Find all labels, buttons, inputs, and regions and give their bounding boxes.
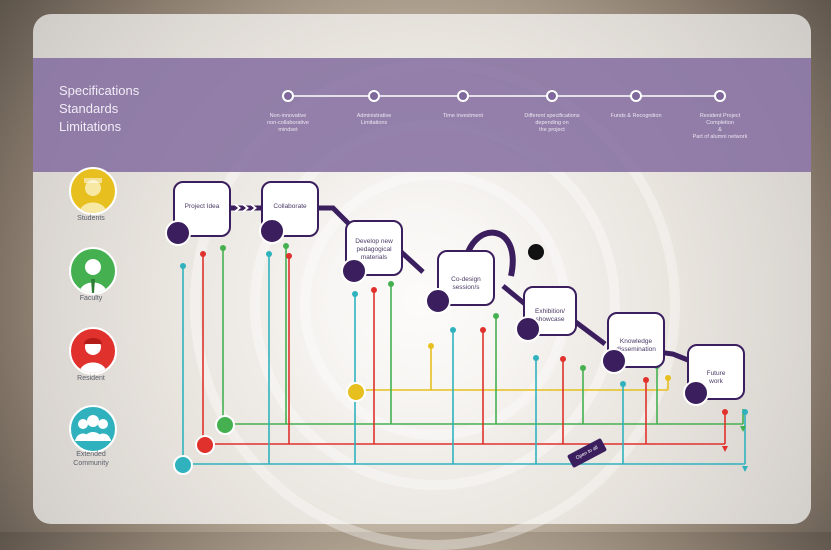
timeline-label-text: Resident Project Completion & Part of al…: [692, 113, 748, 140]
timeline-line: [288, 95, 716, 97]
timeline-label-text: Time investment: [442, 113, 484, 119]
gallery-icon: [515, 316, 541, 342]
community-marker-icon: [173, 455, 193, 475]
faculty-lines: [222, 246, 744, 425]
banner-line: Limitations: [59, 119, 122, 134]
step-label: Develop new pedagogical materials: [344, 230, 404, 262]
timeline-label-text: Non-innovative non-collaborative mindset: [267, 113, 309, 133]
connector-lines: [180, 204, 748, 472]
timeline-label: Resident Project Completion & Part of al…: [670, 113, 770, 141]
students-label: Students: [77, 215, 105, 222]
timeline-label-text: Administrative Limitations: [356, 113, 392, 126]
timeline-node: [546, 90, 558, 102]
connector-dots: [180, 243, 748, 415]
resident-label: Resident: [77, 375, 105, 382]
step-knowledge: Knowledge dissemination: [607, 312, 665, 368]
timeline-label: Administrative Limitations: [324, 113, 424, 127]
step-label-text: Future work: [706, 370, 726, 385]
step-label-text: Co-design session/s: [451, 276, 481, 291]
brain-icon: [601, 348, 627, 374]
timeline-node: [457, 90, 469, 102]
drawing-board-icon: [341, 258, 367, 284]
presentation-icon: [425, 288, 451, 314]
timeline-node: [714, 90, 726, 102]
step-label: Project Idea: [184, 203, 220, 210]
timeline-node: [282, 90, 294, 102]
community-avatar: [69, 405, 117, 453]
step-label-text: Exhibition/ showcase: [535, 308, 565, 323]
resident-lines: [202, 254, 726, 445]
faculty-avatar: [69, 247, 117, 295]
banner-line: Specifications: [59, 83, 140, 98]
timeline-label-text: Funds & Recognition: [610, 113, 662, 119]
step-label: Knowledge dissemination: [606, 330, 666, 354]
resident-avatar: [69, 327, 117, 375]
step-label: Collaborate: [273, 203, 307, 210]
resident-marker-icon: [195, 435, 215, 455]
banner-line: Standards: [59, 101, 119, 116]
step-label: Exhibition/ showcase: [520, 300, 580, 324]
timeline-label: Non-innovative non-collaborative mindset: [238, 113, 338, 134]
students-avatar: [69, 167, 117, 215]
students-marker-icon: [346, 382, 366, 402]
community-label: Extended Community: [51, 450, 131, 468]
path-chevrons: [233, 204, 257, 212]
step-label: Co-design session/s: [436, 268, 496, 292]
timeline-node: [368, 90, 380, 102]
timeline-label: Funds & Recognition: [586, 113, 686, 120]
timeline-label: Different specifications depending on th…: [502, 113, 602, 134]
step-label-text: Develop new pedagogical materials: [355, 238, 393, 261]
marker-dot: [528, 244, 544, 260]
step-label-text: Knowledge dissemination: [616, 338, 656, 353]
step-project-idea: Project Idea: [173, 181, 231, 237]
lightbulb-icon: [165, 220, 191, 246]
faculty-marker-icon: [215, 415, 235, 435]
step-label: Future work: [686, 362, 746, 386]
step-develop-materials: Develop new pedagogical materials: [345, 220, 403, 276]
community-label-text: Extended Community: [73, 451, 109, 467]
specifications-banner: Specifications Standards Limitations Non…: [33, 58, 811, 172]
faculty-label: Faculty: [79, 295, 103, 302]
timeline-node: [630, 90, 642, 102]
meeting-table-icon: [259, 218, 285, 244]
timeline-label: Time investment: [413, 113, 513, 120]
content-panel: Specifications Standards Limitations Non…: [33, 14, 811, 524]
timeline-label-text: Different specifications depending on th…: [524, 113, 580, 133]
telescope-icon: [683, 380, 709, 406]
community-lines: [182, 254, 746, 465]
